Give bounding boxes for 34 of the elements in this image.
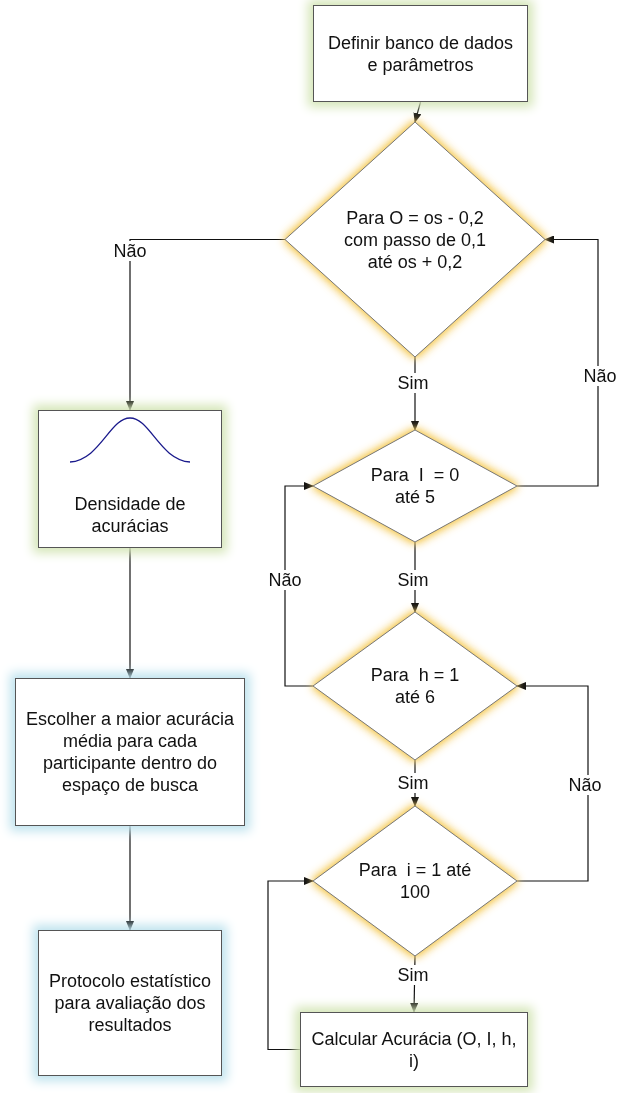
node-text: Escolher a maior acurácia média para cada participante dentro do espaço de busca bbox=[24, 708, 236, 796]
arrow bbox=[284, 482, 314, 687]
edge-label: Não bbox=[111, 241, 149, 261]
node-text: Definir banco de dados e parâmetros bbox=[326, 31, 515, 76]
decision-diamond bbox=[313, 806, 517, 956]
node-text: Para h = 1 até 6 bbox=[369, 664, 461, 708]
decision-diamond bbox=[313, 612, 517, 760]
arrow bbox=[516, 235, 599, 487]
edge-label: Sim bbox=[395, 965, 431, 985]
edge-label: Sim bbox=[395, 373, 431, 393]
decision-diamond bbox=[285, 122, 545, 357]
edge-label: Sim bbox=[395, 773, 431, 793]
node-text: Para i = 1 até 100 bbox=[357, 859, 473, 903]
process-box bbox=[38, 930, 222, 1076]
process-box bbox=[38, 410, 222, 548]
node-text: Para I = 0 até 5 bbox=[369, 464, 461, 508]
process-box bbox=[313, 5, 528, 102]
edge-label: Não bbox=[566, 775, 604, 795]
node-text: Para O = os - 0,2 com passo de 0,1 até os + 0,2 bbox=[342, 206, 488, 273]
arrow bbox=[126, 547, 134, 679]
arrow bbox=[126, 238, 286, 411]
edge-label: Não bbox=[266, 570, 304, 590]
arrow bbox=[516, 682, 589, 882]
decision-diamond bbox=[313, 430, 517, 542]
node-text: Densidade de acurácias bbox=[73, 493, 187, 537]
arrow bbox=[413, 101, 422, 123]
arrow bbox=[126, 825, 134, 931]
process-box bbox=[15, 678, 245, 826]
node-text: Calcular Acurácia (O, I, h, i) bbox=[310, 1027, 518, 1072]
edge-label: Não bbox=[581, 366, 617, 386]
node-text: Protocolo estatístico para avaliação dos resultados bbox=[47, 970, 213, 1036]
edge-label: Sim bbox=[395, 570, 431, 590]
arrow bbox=[267, 877, 314, 1051]
process-box bbox=[300, 1012, 528, 1087]
